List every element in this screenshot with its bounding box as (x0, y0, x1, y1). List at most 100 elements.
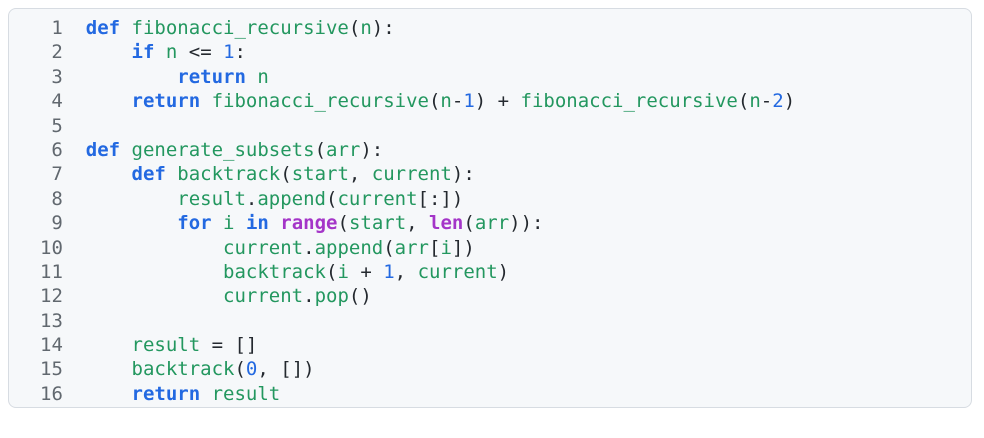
code-line: 13 (40, 309, 961, 333)
code-token: current (371, 163, 452, 186)
code-token: start (291, 163, 349, 186)
code-token: ) (783, 90, 796, 113)
code-token: generate_subsets (131, 138, 315, 161)
code-token: n (440, 90, 452, 113)
code-token (86, 358, 132, 380)
code-line: 12 current.pop() (40, 284, 961, 308)
code-token (86, 66, 178, 88)
code-token (235, 212, 246, 234)
code-token (86, 41, 132, 63)
code-token: 1 (223, 41, 235, 64)
code-token: , (348, 163, 372, 186)
code-token: i (223, 212, 235, 235)
code-token (120, 17, 131, 39)
code-token: )): (509, 212, 544, 235)
code-line: 5 (40, 114, 961, 138)
code-token: result (177, 187, 246, 210)
code-token: start (348, 212, 407, 235)
code-token (86, 285, 223, 307)
code-token: . (245, 187, 258, 210)
line-number: 7 (51, 163, 63, 186)
code-line: 15 backtrack(0, []) (40, 357, 961, 381)
code-token (86, 212, 178, 234)
code-token: def (85, 17, 121, 39)
code-token: ) (497, 260, 510, 283)
code-token: current (337, 187, 418, 210)
line-number: 12 (40, 285, 63, 308)
code-token: pop (314, 285, 349, 308)
code-token (200, 383, 211, 405)
code-token: return (131, 382, 201, 405)
code-token: range (280, 212, 338, 235)
code-token: 1 (463, 90, 475, 113)
code-token (154, 41, 165, 63)
code-token: ( (737, 90, 750, 113)
code-token: ]) (451, 236, 475, 259)
code-token: ( (280, 163, 292, 186)
code-token: for (177, 212, 212, 235)
code-token (86, 383, 132, 405)
code-token: backtrack (177, 163, 281, 186)
line-number: 5 (51, 114, 63, 137)
code-token (86, 90, 132, 112)
code-line: 10 current.append(arr[i]) (40, 236, 961, 260)
code-token: ) + (474, 90, 521, 113)
code-token (120, 139, 131, 161)
line-number: 11 (40, 260, 63, 283)
code-token: append (314, 236, 384, 259)
code-token: , (406, 212, 430, 235)
code-token (86, 188, 178, 210)
code-token: ( (463, 212, 475, 235)
line-number: 8 (51, 187, 63, 210)
code-token: [:]) (417, 187, 464, 210)
code-token (200, 90, 211, 112)
code-token: backtrack (223, 260, 326, 283)
code-token: return (131, 90, 201, 113)
code-token: fibonacci_recursive (520, 90, 738, 113)
code-token: 2 (772, 90, 784, 113)
code-token: <= (177, 41, 224, 64)
code-token: + (348, 260, 384, 283)
code-token: n (257, 65, 269, 88)
code-token: fibonacci_recursive (211, 90, 429, 113)
code-token (86, 261, 223, 283)
code-token: ( (337, 212, 349, 235)
code-token: arr (394, 236, 429, 259)
code-token (86, 237, 223, 259)
code-token: 1 (383, 260, 395, 283)
code-token: return (177, 65, 246, 88)
code-token: = [] (200, 334, 258, 357)
code-token: in (245, 212, 269, 235)
code-token (212, 212, 223, 234)
code-token: fibonacci_recursive (131, 17, 349, 39)
code-token: . (303, 285, 315, 308)
code-token: ): (371, 17, 395, 39)
code-token: arr (474, 212, 510, 235)
line-number: 2 (51, 41, 63, 64)
code-token: ( (234, 358, 246, 381)
code-token: 0 (245, 358, 258, 381)
code-token: result (131, 334, 201, 357)
code-token: , (394, 260, 418, 283)
line-number: 9 (51, 212, 63, 235)
code-token: len (429, 212, 464, 235)
code-token (86, 163, 132, 185)
code-token: result (211, 382, 281, 405)
code-token: : (234, 41, 246, 64)
code-token: ( (428, 90, 441, 113)
line-number: 4 (51, 90, 63, 113)
code-token: - (760, 90, 773, 113)
code-token: backtrack (131, 358, 235, 381)
code-token: ( (383, 236, 395, 259)
code-token: def (85, 138, 121, 161)
code-line: 8 result.append(current[:]) (40, 187, 961, 211)
code-token: if (131, 41, 155, 64)
code-token: () (348, 285, 372, 308)
code-line: 14 result = [] (40, 333, 961, 357)
code-token: ( (326, 187, 338, 210)
code-token: def (131, 163, 166, 186)
